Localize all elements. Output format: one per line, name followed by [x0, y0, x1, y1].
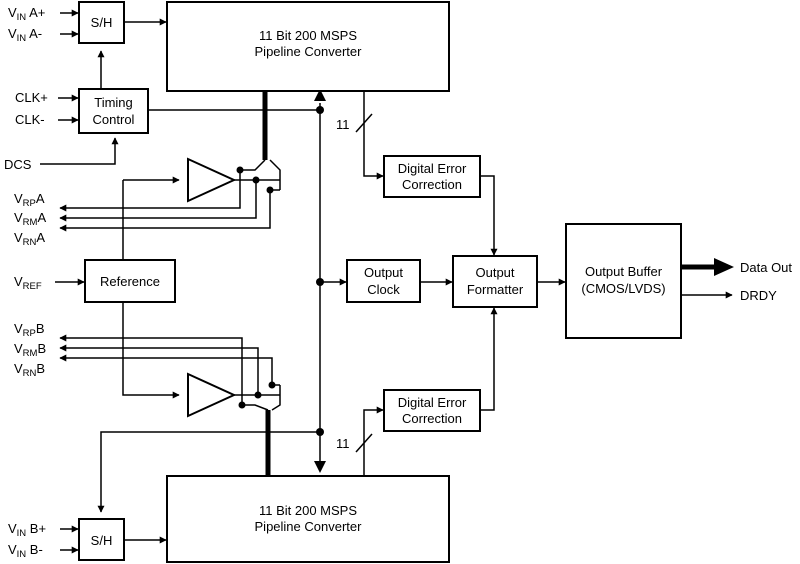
vrpa-wire — [59, 170, 241, 212]
dec-a-line1: Digital Error — [398, 161, 467, 176]
vin-a-minus-label: VIN A- — [8, 26, 42, 44]
junction-dot — [316, 428, 324, 436]
clk-minus-label: CLK- — [15, 112, 45, 127]
vref-label: VREF — [14, 274, 42, 292]
pipe-b-line2: Pipeline Converter — [255, 519, 363, 534]
sh-a-label: S/H — [91, 15, 113, 30]
vrnb-label: VRNB — [14, 361, 45, 379]
vin-b-plus-label: VIN B+ — [8, 521, 46, 539]
sh-a-block: S/H — [78, 1, 125, 44]
out-fmt-line2: Formatter — [467, 282, 524, 297]
dcs-label: DCS — [4, 157, 32, 172]
pipe-b-line1: 11 Bit 200 MSPS — [259, 503, 357, 518]
bus-width-a-label: 11 — [336, 117, 350, 132]
vrna-label: VRNA — [14, 230, 45, 248]
timing-line1: Timing — [94, 95, 133, 110]
clock-arrow-up-icon — [314, 89, 326, 101]
junction-dot — [238, 401, 246, 409]
vrma-label: VRMA — [14, 210, 46, 228]
vrpa-label: VRPA — [14, 191, 45, 209]
vrma-wire — [59, 180, 257, 222]
clock-arrow-down-icon — [314, 461, 326, 473]
reference-block: Reference — [84, 259, 176, 303]
output-clock-block: Output Clock — [346, 259, 421, 303]
timing-control-block: Timing Control — [78, 88, 149, 134]
pipe-a-to-dec-a-wire — [363, 91, 384, 180]
junction-dot — [268, 381, 276, 389]
clock-to-sh-b-wire — [97, 431, 320, 513]
vrmb-wire — [59, 344, 259, 395]
sh-b-block: S/H — [78, 518, 125, 561]
vrpb-label: VRPB — [14, 321, 45, 339]
pipe-a-line1: 11 Bit 200 MSPS — [259, 28, 357, 43]
junction-dot — [266, 186, 274, 194]
timing-line2: Control — [93, 112, 135, 127]
junction-dot — [252, 176, 260, 184]
bus-slash-b — [355, 433, 373, 453]
pipe-b-to-dec-b-wire — [363, 406, 384, 476]
dec-a-to-formatter-wire — [480, 175, 498, 256]
pin-labels: VIN A+ VIN A- CLK+ CLK- DCS VRPA VRMA VR… — [4, 5, 792, 560]
vrnb-wire — [59, 354, 273, 385]
buffer-amp-a — [187, 157, 237, 203]
output-buffer-block: Output Buffer (CMOS/LVDS) — [565, 223, 682, 339]
vrpb-wire — [59, 334, 243, 405]
ref-to-buffer-b-wire — [122, 302, 180, 399]
vrna-wire — [59, 190, 271, 232]
sh-b-label: S/H — [91, 533, 113, 548]
digital-error-correction-b: Digital Error Correction — [383, 389, 481, 432]
output-formatter-block: Output Formatter — [452, 255, 538, 308]
junction-dot — [316, 106, 324, 114]
drdy-label: DRDY — [740, 288, 777, 303]
out-buf-line2: (CMOS/LVDS) — [581, 281, 665, 296]
reference-label: Reference — [100, 274, 160, 289]
wires — [40, 9, 734, 554]
vrmb-label: VRMB — [14, 341, 46, 359]
bus-slash-a — [355, 113, 373, 133]
digital-error-correction-a: Digital Error Correction — [383, 155, 481, 198]
out-clock-line1: Output — [364, 265, 403, 280]
buffer-b-tap-1 — [242, 404, 269, 411]
buffer-b-tap-2 — [271, 395, 281, 411]
data-out-label: Data Out — [740, 260, 792, 275]
buffer-a-tap-1 — [240, 159, 266, 171]
junction-dot — [316, 278, 324, 286]
dcs-wire — [40, 137, 119, 165]
pipe-a-line2: Pipeline Converter — [255, 44, 363, 59]
dec-a-line2: Correction — [402, 177, 462, 192]
out-fmt-line1: Output — [475, 265, 514, 280]
data-out-arrow-icon — [714, 258, 734, 276]
junction-dot — [236, 166, 244, 174]
pipeline-converter-a: 11 Bit 200 MSPS Pipeline Converter — [166, 1, 450, 92]
buffer-amp-b — [187, 372, 237, 418]
vin-b-minus-label: VIN B- — [8, 542, 43, 560]
junction-dots — [236, 106, 324, 436]
pipeline-converter-b: 11 Bit 200 MSPS Pipeline Converter — [166, 475, 450, 563]
dec-b-line1: Digital Error — [398, 395, 467, 410]
out-buf-line1: Output Buffer — [585, 264, 663, 279]
junction-dot — [254, 391, 262, 399]
dec-b-line2: Correction — [402, 411, 462, 426]
clk-plus-label: CLK+ — [15, 90, 48, 105]
buffer-a-tap-2 — [269, 159, 281, 180]
vin-a-plus-label: VIN A+ — [8, 5, 45, 23]
dec-b-to-formatter-wire — [480, 307, 498, 411]
bus-width-b-label: 11 — [336, 436, 350, 451]
out-clock-line2: Clock — [367, 282, 400, 297]
